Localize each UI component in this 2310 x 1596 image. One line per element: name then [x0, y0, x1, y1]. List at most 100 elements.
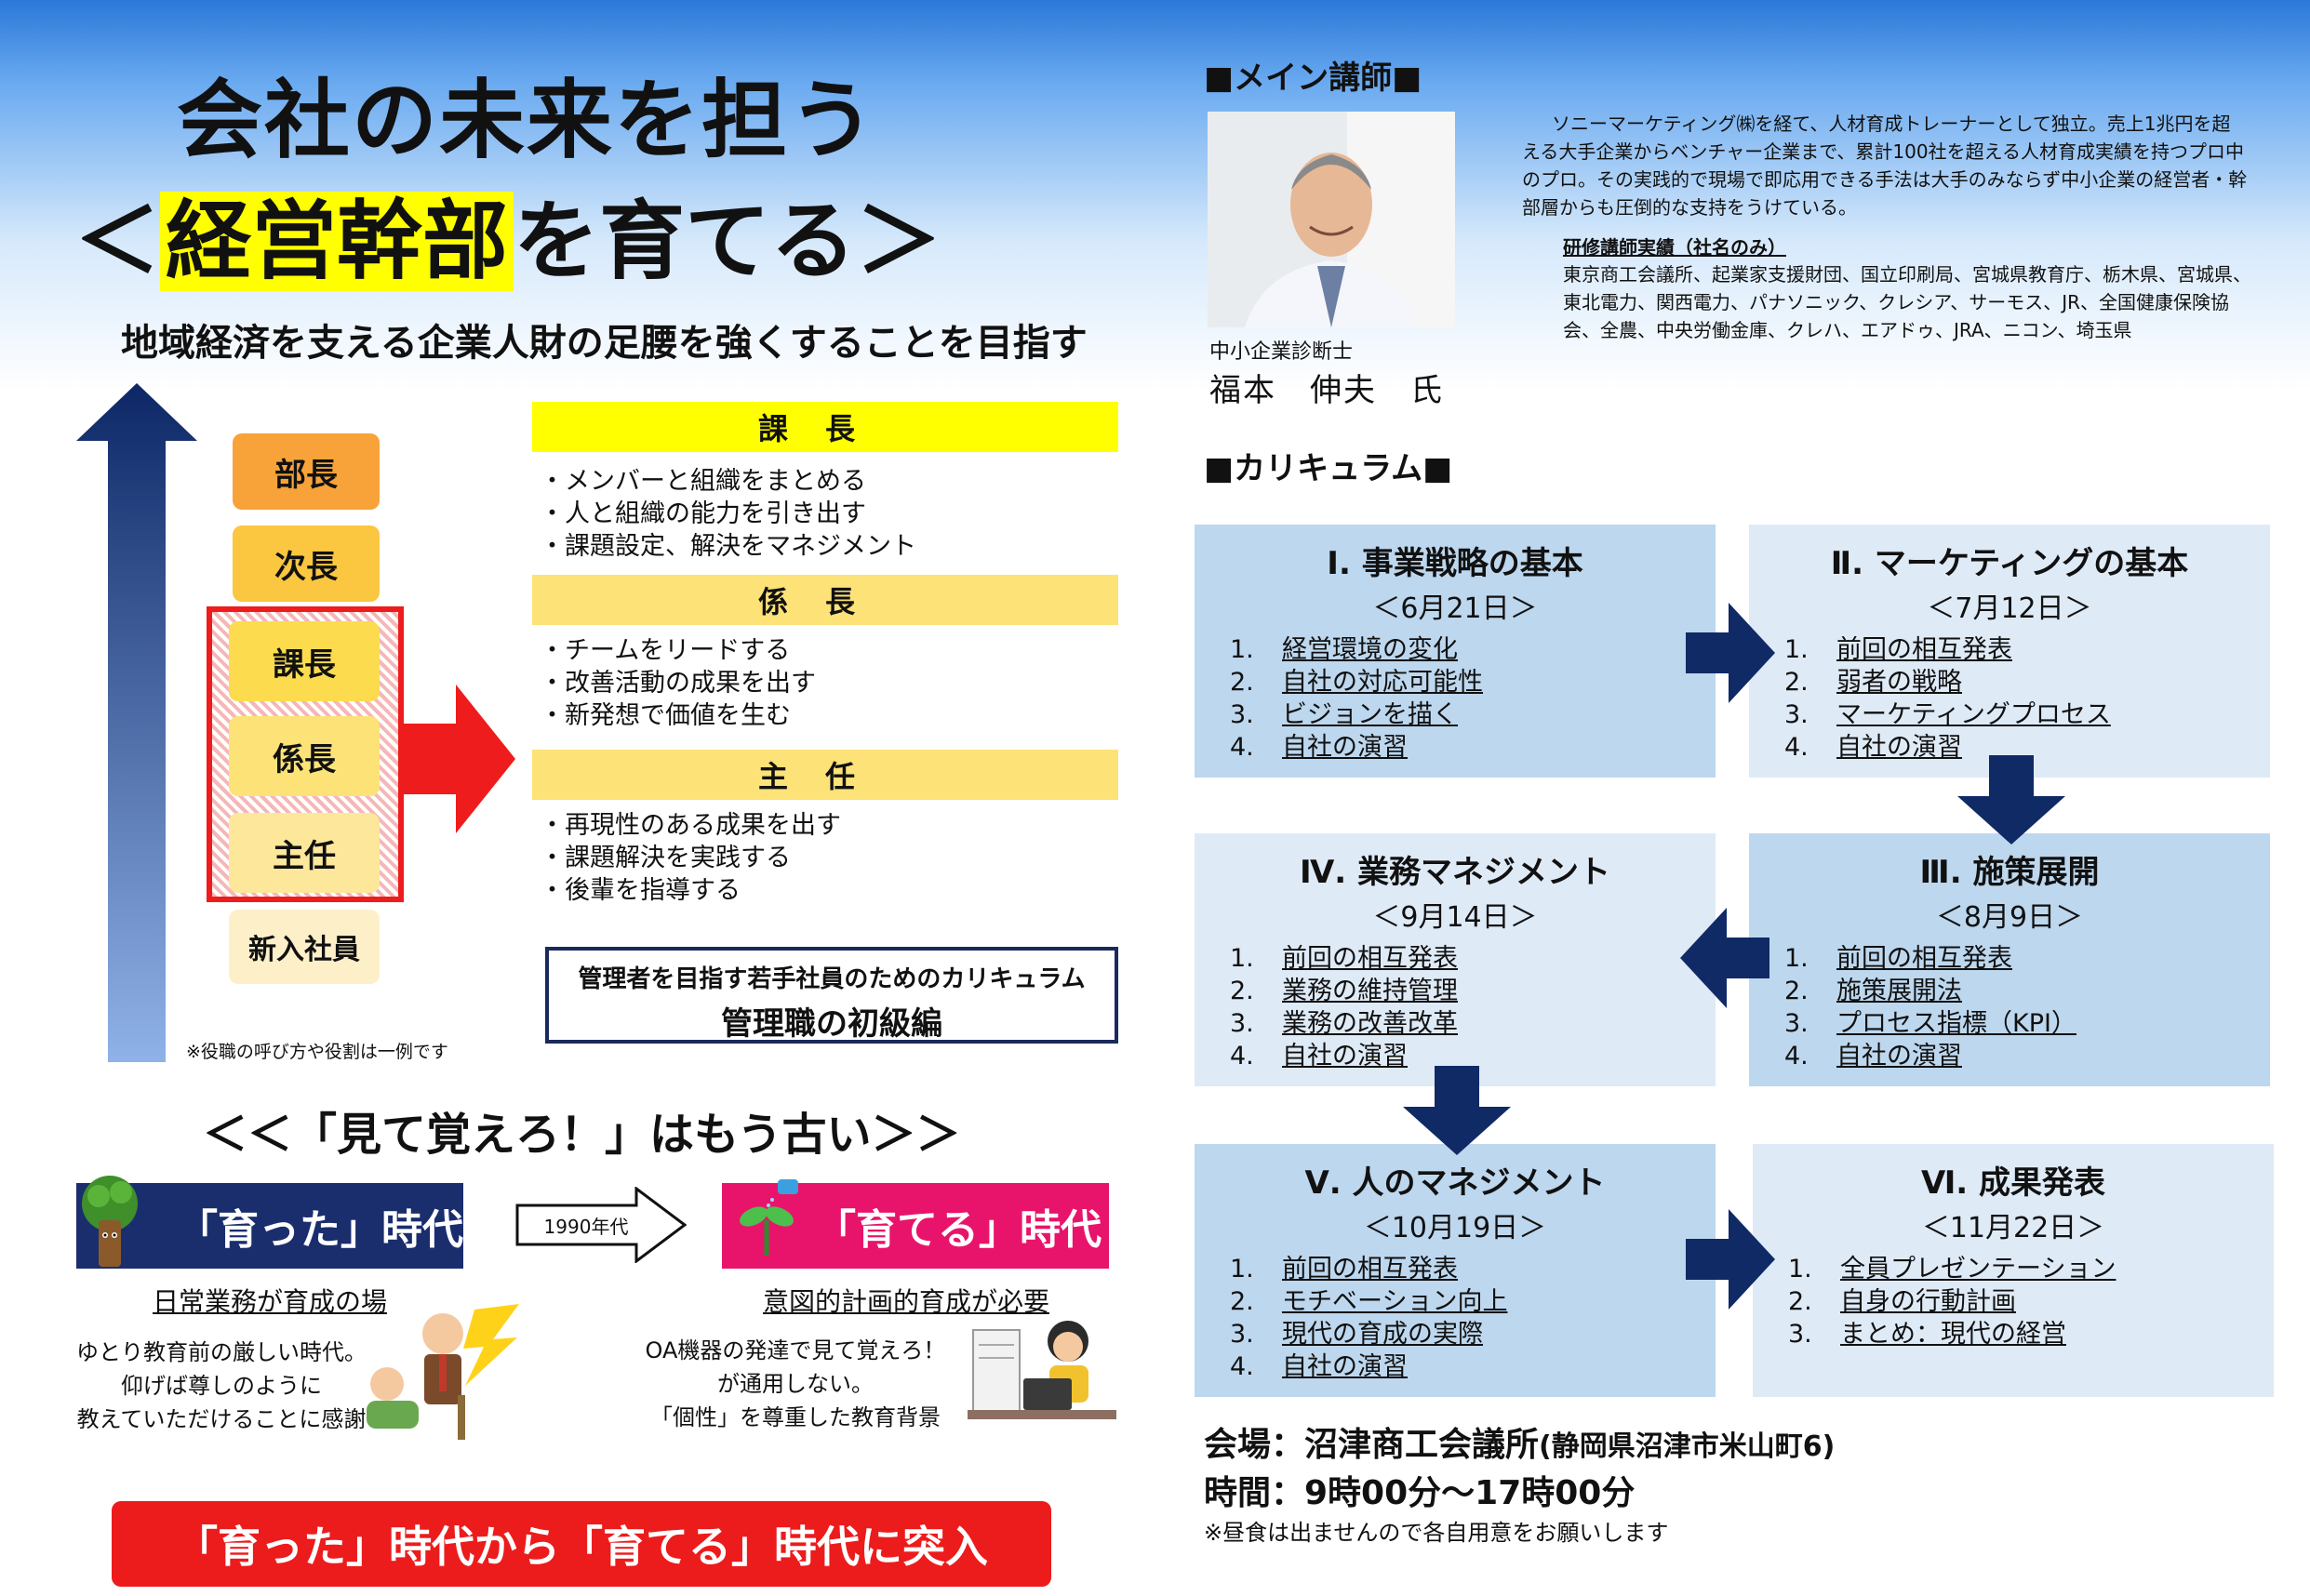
topic-text: モチベーション向上	[1282, 1287, 1508, 1316]
list-item: 3.プロセス指標（KPI）	[1784, 1009, 2076, 1038]
title-highlight: 経営幹部	[160, 192, 514, 291]
section-title-curriculum: ■カリキュラム■	[1204, 450, 1453, 487]
venue-address: (静岡県沼津市米山町6)	[1539, 1430, 1836, 1463]
list-item: 2.業務の維持管理	[1230, 977, 1458, 1005]
list-item: 1.全員プレゼンテーション	[1788, 1255, 2116, 1283]
list-item: 1.前回の相互発表	[1784, 635, 2012, 664]
module-title: Ⅱ. マーケティングの基本	[1830, 545, 2189, 582]
topic-text: 自社の演習	[1836, 733, 1962, 762]
list-item: 3.業務の改善改革	[1230, 1009, 1458, 1038]
topic-text: 自社の演習	[1282, 1042, 1408, 1071]
achievements-title: 研修講師実績（社名のみ）	[1563, 236, 1786, 259]
sprout-watering-icon	[740, 1179, 798, 1256]
teacher-cert: 中小企業診断士	[1209, 340, 1354, 364]
module-date: ＜11月22日＞	[1921, 1212, 2105, 1244]
course-subtitle: 管理者を目指す若手社員のためのカリキュラム	[578, 965, 1086, 993]
topic-text: 全員プレゼンテーション	[1840, 1255, 2116, 1283]
module-topics: 1.前回の相互発表 2.弱者の戦略 3.マーケティングプロセス 4.自社の演習	[1784, 633, 2270, 764]
title-bracket-open: ＜	[74, 192, 161, 291]
module-date: ＜9月14日＞	[1372, 901, 1538, 934]
topic-text: 現代の育成の実際	[1282, 1320, 1483, 1349]
time: 時間：9時00分～17時00分	[1204, 1474, 1636, 1512]
role-band-kacho: 課長	[532, 402, 1118, 452]
achievements-list: 東京商工会議所、起業家支援財団、国立印刷局、宮城県教育庁、栃木県、宮城県、東北電…	[1563, 263, 2251, 341]
career-up-arrow-icon	[76, 383, 197, 1062]
list-item: ・チームをリードする	[540, 636, 791, 665]
flow-arrow-down-icon	[1957, 755, 2065, 845]
module-date: ＜6月21日＞	[1372, 592, 1538, 625]
curriculum-module-4: Ⅳ. 業務マネジメント ＜9月14日＞ 1.前回の相互発表 2.業務の維持管理 …	[1195, 833, 1716, 1086]
topic-text: 前回の相互発表	[1282, 1255, 1458, 1283]
list-item: ・メンバーと組織をまとめる	[540, 467, 866, 496]
role-band-kakari: 係長	[532, 575, 1118, 625]
list-item: 2.施策展開法	[1784, 977, 1962, 1005]
list-item: 3.マーケティングプロセス	[1784, 700, 2111, 729]
curriculum-module-6: Ⅵ. 成果発表 ＜11月22日＞ 1.全員プレゼンテーション 2.自身の行動計画…	[1753, 1144, 2274, 1397]
venue-label: 会場：沼津商工会議所	[1204, 1426, 1540, 1464]
curriculum-module-3: Ⅲ. 施策展開 ＜8月9日＞ 1.前回の相互発表 2.施策展開法 3.プロセス指…	[1749, 833, 2270, 1086]
role-list-kakari: ・チームをリードする ・改善活動の成果を出す ・新発想で価値を生む	[540, 634, 816, 732]
venue: 会場：沼津商工会議所(静岡県沼津市米山町6)	[1204, 1417, 1835, 1466]
list-item: ・再現性のある成果を出す	[540, 811, 841, 840]
list-item: ・人と組織の能力を引き出す	[540, 499, 866, 528]
module-date: ＜10月19日＞	[1363, 1212, 1547, 1244]
era-new-label: 「育てる」時代	[722, 1183, 1109, 1269]
topic-text: 自社の演習	[1836, 1042, 1962, 1071]
list-item: 3.ビジョンを描く	[1230, 700, 1458, 729]
desc-line: 教えていただけることに感謝	[76, 1406, 367, 1432]
curriculum-module-1: Ⅰ. 事業戦略の基本 ＜6月21日＞ 1.経営環境の変化 2.自社の対応可能性 …	[1195, 525, 1716, 778]
main-title-line1: 会社の未来を担う	[177, 71, 877, 170]
list-item: ・後輩を指導する	[540, 876, 741, 905]
role-note: ※役職の呼び方や役割は一例です	[186, 1042, 448, 1062]
list-item: 3.現代の育成の実際	[1230, 1320, 1483, 1349]
curriculum-module-5: Ⅴ. 人のマネジメント ＜10月19日＞ 1.前回の相互発表 2.モチベーション…	[1195, 1144, 1716, 1397]
module-date: ＜7月12日＞	[1927, 592, 2092, 625]
rank-shinnyu: 新入社員	[229, 910, 380, 984]
transition-arrow-icon	[515, 1187, 687, 1263]
list-item: 4.自社の演習	[1230, 733, 1408, 762]
role-band-shunin: 主任	[532, 750, 1118, 800]
topic-text: 施策展開法	[1836, 977, 1962, 1005]
topic-text: 業務の改善改革	[1282, 1009, 1458, 1038]
module-title: Ⅲ. 施策展開	[1919, 854, 2100, 891]
curriculum-module-2: Ⅱ. マーケティングの基本 ＜7月12日＞ 1.前回の相互発表 2.弱者の戦略 …	[1749, 525, 2270, 778]
desc-line: 「個性」を尊重した教育背景	[650, 1404, 941, 1430]
list-item: 1.前回の相互発表	[1784, 944, 2012, 973]
topic-text: まとめ：現代の経営	[1840, 1320, 2066, 1349]
tree-icon	[82, 1176, 138, 1267]
strict-teacher-illustration-icon	[367, 1304, 519, 1440]
module-topics: 1.前回の相互発表 2.業務の維持管理 3.業務の改善改革 4.自社の演習	[1230, 942, 1716, 1072]
desc-line: が通用しない。	[717, 1371, 874, 1397]
module-date: ＜8月9日＞	[1935, 901, 2084, 934]
teacher-bio: ソニーマーケティング㈱を経て、人材育成トレーナーとして独立。売上1兆円を超える大…	[1522, 113, 2248, 219]
year-label: 1990年代	[543, 1216, 629, 1238]
module-title: Ⅰ. 事業戦略の基本	[1327, 545, 1583, 582]
topic-text: 自社の演習	[1282, 733, 1408, 762]
topic-text: マーケティングプロセス	[1836, 700, 2111, 729]
rank-kacho: 課長	[229, 621, 380, 701]
module-title: Ⅵ. 成果発表	[1920, 1164, 2106, 1202]
rank-shunin: 主任	[229, 813, 380, 893]
list-item: 1.前回の相互発表	[1230, 944, 1458, 973]
role-list-shunin: ・再現性のある成果を出す ・課題解決を実践する ・後輩を指導する	[540, 809, 841, 907]
module-topics: 1.全員プレゼンテーション 2.自身の行動計画 3.まとめ：現代の経営	[1788, 1253, 2274, 1350]
topic-text: 前回の相互発表	[1282, 944, 1458, 973]
rank-bucho: 部長	[233, 433, 380, 510]
era-old-label: 「育った」時代	[76, 1183, 463, 1269]
desc-line: ゆとり教育前の厳しい時代。	[76, 1339, 367, 1365]
flow-arrow-right-icon	[1686, 1209, 1775, 1310]
title-line2-rest: を育てる＞	[514, 192, 942, 291]
topic-text: 自社の対応可能性	[1282, 668, 1483, 697]
list-item: 3.まとめ：現代の経営	[1788, 1320, 2066, 1349]
list-item: 1.経営環境の変化	[1230, 635, 1458, 664]
office-worker-illustration-icon	[968, 1321, 1116, 1419]
course-title: 管理職の初級編	[721, 1005, 942, 1043]
list-item: 1.前回の相互発表	[1230, 1255, 1458, 1283]
list-item: ・課題設定、解決をマネジメント	[540, 532, 916, 561]
topic-text: 自身の行動計画	[1840, 1287, 2016, 1316]
topic-text: 経営環境の変化	[1282, 635, 1458, 664]
desc-line: OA機器の発達で見て覚えろ！	[645, 1337, 946, 1363]
era-old-desc: ゆとり教育前の厳しい時代。 仰げば尊しのように 教えていただけることに感謝	[73, 1336, 370, 1436]
list-item: 2.弱者の戦略	[1784, 668, 1962, 697]
era-old-sub: 日常業務が育成の場	[153, 1286, 388, 1317]
